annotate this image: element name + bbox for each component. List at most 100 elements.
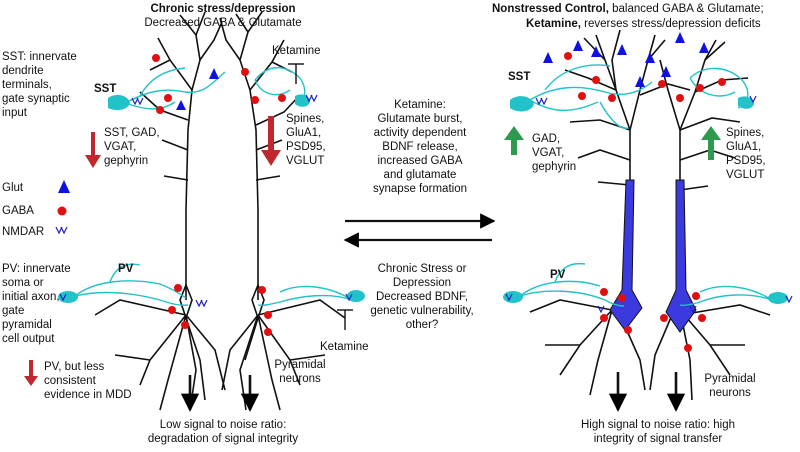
ketamine-mechanism-text: Ketamine: Glutamate burst, activity depe… bbox=[354, 98, 486, 196]
legend-nmdar-label: NMDAR bbox=[2, 226, 45, 238]
sst-description: SST: innervate dendrite terminals, gate … bbox=[2, 50, 77, 120]
pyramidal-line: neurons bbox=[709, 387, 751, 399]
pv-desc-line: soma or bbox=[2, 277, 44, 289]
marker-line: SST, GAD, bbox=[104, 127, 160, 139]
right-pyramidal-label: Pyramidal neurons bbox=[698, 372, 762, 400]
outcome-line: Low signal to noise ratio: bbox=[159, 419, 287, 431]
left-outcome: Low signal to noise ratio: degradation o… bbox=[118, 418, 328, 446]
marker-line: Spines, bbox=[286, 113, 325, 125]
mechanism-line: increased GABA bbox=[377, 155, 463, 167]
right-up-arrows bbox=[504, 126, 721, 160]
pyramidal-line: Pyramidal bbox=[274, 359, 326, 371]
ketamine-label-bottom: Ketamine bbox=[320, 341, 369, 353]
right-title-bold-2: Ketamine, bbox=[526, 18, 581, 30]
right-pyramidal-neurons-branches bbox=[529, 29, 771, 401]
center-arrows bbox=[343, 213, 496, 248]
cause-line: Decreased BDNF, bbox=[375, 291, 469, 303]
outcome-line: degradation of signal integrity bbox=[147, 433, 299, 445]
left-pv-note: PV, but less consistent evidence in MDD bbox=[44, 360, 132, 402]
right-title-rest-1: balanced GABA & Glutamate; bbox=[608, 3, 764, 15]
outcome-line: integrity of signal transfer bbox=[593, 433, 723, 445]
left-nmdar-markers bbox=[59, 94, 353, 308]
left-title: Chronic stress/depression bbox=[150, 3, 296, 15]
left-output-arrows bbox=[180, 375, 260, 412]
sst-desc-line: input bbox=[2, 107, 27, 119]
marker-line: VGLUT bbox=[726, 169, 765, 181]
left-gaba-markers bbox=[152, 54, 286, 336]
right-pyramidal-somata bbox=[609, 179, 697, 333]
right-nmdar-markers bbox=[505, 95, 793, 314]
right-sst-soma bbox=[510, 96, 534, 112]
legend-glut-label: Glut bbox=[2, 182, 24, 194]
sst-desc-line: SST: innervate bbox=[2, 51, 77, 63]
sst-desc-line: terminals, bbox=[2, 79, 52, 91]
right-outcome: High signal to noise ratio: high integri… bbox=[548, 418, 768, 446]
left-pyramidal-label: Pyramidal neurons bbox=[268, 358, 332, 386]
left-pv-soma-2 bbox=[347, 290, 365, 302]
left-subtitle: Decreased GABA & Glutamate bbox=[144, 17, 302, 29]
left-pv-interneuron bbox=[74, 263, 353, 307]
sst-desc-line: gate synaptic bbox=[2, 93, 70, 105]
marker-line: gephyrin bbox=[532, 161, 577, 173]
right-pv-soma bbox=[503, 291, 523, 303]
right-title-line1: Nonstressed Control, balanced GABA & Glu… bbox=[492, 2, 764, 16]
pv-desc-line: PV: innervate bbox=[2, 263, 71, 275]
pv-note-line: consistent bbox=[44, 375, 96, 387]
mechanism-line: BDNF release, bbox=[382, 141, 458, 153]
right-pv-interneuron bbox=[519, 262, 773, 307]
legend-gaba-symbol bbox=[57, 206, 67, 216]
left-down-arrows bbox=[24, 116, 281, 386]
marker-line: PSD95, bbox=[726, 155, 766, 167]
ketamine-label-top: Ketamine bbox=[272, 45, 321, 57]
marker-line: Spines, bbox=[726, 127, 765, 139]
marker-line: VGAT, bbox=[104, 141, 137, 153]
pv-note-line: evidence in MDD bbox=[44, 389, 132, 401]
marker-line: VGAT, bbox=[532, 147, 565, 159]
marker-line: gephyrin bbox=[104, 155, 149, 167]
left-pv-label: PV bbox=[118, 263, 134, 275]
marker-line: GAD, bbox=[532, 133, 561, 145]
legend-glut-symbol bbox=[58, 180, 70, 193]
left-sst-marker-list: SST, GAD, VGAT, gephyrin bbox=[104, 126, 160, 168]
marker-line: GluA1, bbox=[726, 141, 762, 153]
cause-line: Depression bbox=[392, 277, 452, 289]
cause-line: genetic vulnerability, bbox=[370, 305, 474, 317]
pv-desc-line: gate bbox=[2, 305, 25, 317]
ketamine-inhibit-lines bbox=[288, 63, 353, 330]
left-pyramidal-neurons bbox=[94, 11, 346, 411]
mechanism-line: synapse formation bbox=[373, 183, 467, 195]
right-sst-marker-list: GAD, VGAT, gephyrin bbox=[532, 132, 576, 174]
right-pv-label: PV bbox=[550, 269, 566, 281]
right-sst-soma-2 bbox=[738, 96, 754, 109]
left-spine-marker-list: Spines, GluA1, PSD95, VGLUT bbox=[286, 112, 326, 168]
right-pyramidal-trunks bbox=[629, 130, 681, 180]
right-pv-soma-2 bbox=[768, 292, 788, 304]
mechanism-line: activity dependent bbox=[373, 127, 467, 139]
legend-gaba-label: GABA bbox=[2, 205, 34, 217]
legend-nmdar-symbol bbox=[55, 226, 68, 235]
right-title-rest-2: reverses stress/depression deficits bbox=[580, 18, 761, 30]
pyramidal-line: neurons bbox=[279, 373, 321, 385]
mechanism-line: and glutamate bbox=[383, 169, 457, 181]
outcome-line: High signal to noise ratio: high bbox=[580, 419, 736, 431]
pv-note-line: PV, but less bbox=[44, 361, 105, 373]
left-sst-soma bbox=[108, 94, 130, 111]
pv-description: PV: innervate soma or initial axon, gate… bbox=[2, 262, 71, 346]
mechanism-line: Glutamate burst, bbox=[377, 113, 463, 125]
marker-line: PSD95, bbox=[286, 141, 326, 153]
pyramidal-line: Pyramidal bbox=[704, 373, 756, 385]
pv-desc-line: cell output bbox=[2, 333, 55, 345]
sst-desc-line: dendrite bbox=[2, 65, 44, 77]
marker-line: GluA1, bbox=[286, 127, 322, 139]
cause-line: other? bbox=[405, 319, 439, 331]
stress-cause-text: Chronic Stress or Depression Decreased B… bbox=[354, 262, 490, 332]
cause-line: Chronic Stress or bbox=[377, 263, 467, 275]
left-glut-markers bbox=[176, 68, 219, 110]
right-glut-markers bbox=[543, 32, 709, 87]
right-title-bold-1: Nonstressed Control, bbox=[492, 3, 609, 15]
left-sst-soma-2 bbox=[295, 94, 310, 107]
right-sst-label: SST bbox=[508, 71, 531, 83]
pv-desc-line: pyramidal bbox=[2, 319, 52, 331]
